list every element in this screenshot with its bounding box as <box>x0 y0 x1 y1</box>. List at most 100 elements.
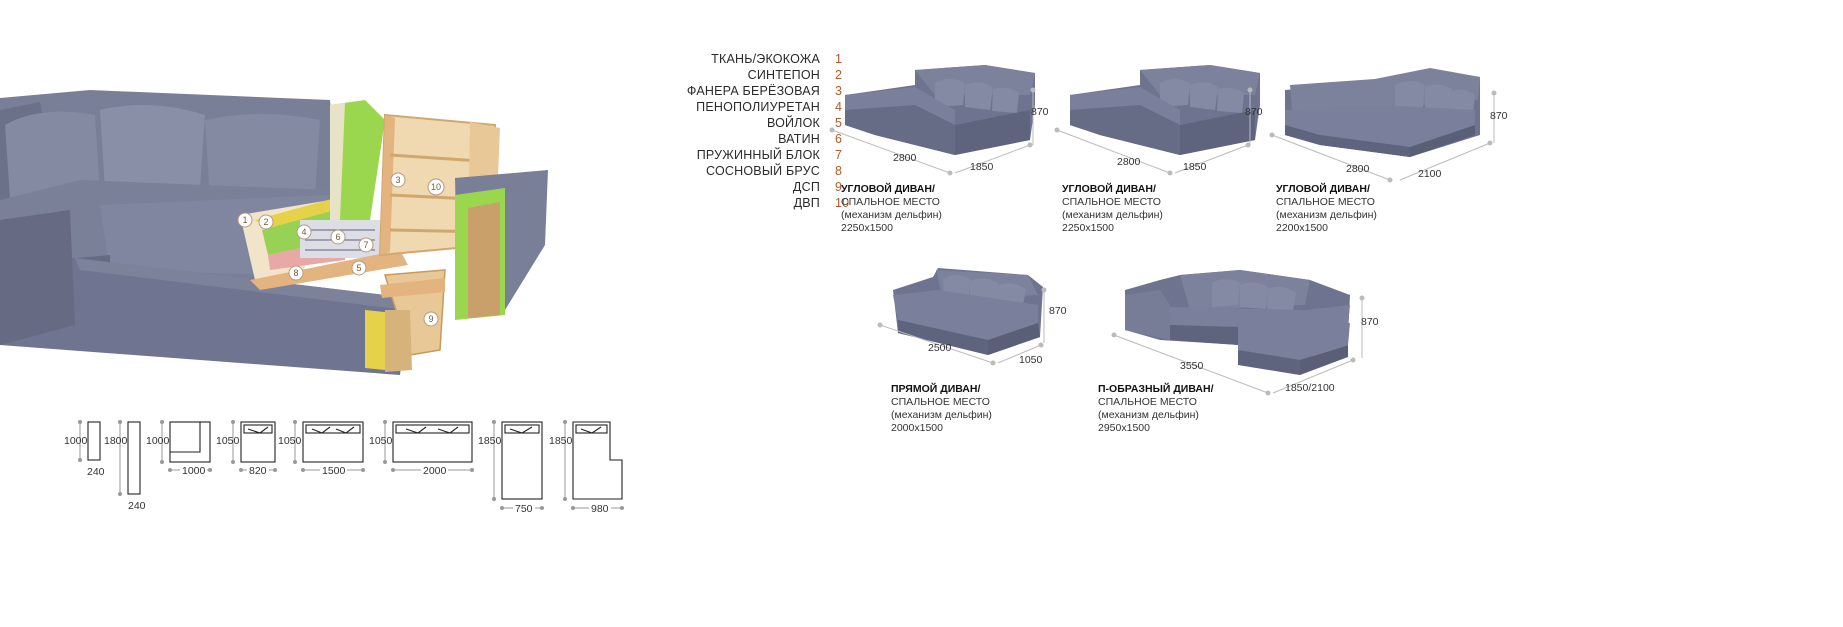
variant-size: 2250х1500 <box>1062 222 1114 234</box>
variant-title: УГЛОВОЙ ДИВАН/ <box>1276 183 1370 195</box>
variant-line: (механизм дельфин) <box>1098 409 1199 421</box>
variant-line: СПАЛЬНОЕ МЕСТО <box>1276 196 1375 208</box>
dimension-lines <box>1054 87 1253 176</box>
length-label: 2800 <box>893 152 917 164</box>
variant-line: СПАЛЬНОЕ МЕСТО <box>1062 196 1161 208</box>
height-label: 870 <box>1245 106 1263 118</box>
module-width-label: 750 <box>513 503 535 515</box>
marker-3: 3 <box>390 172 406 188</box>
svg-text:4: 4 <box>301 227 306 237</box>
module-height-label: 1800 <box>104 435 128 447</box>
variant-size: 2200х1500 <box>1276 222 1328 234</box>
dimension-lines <box>1269 90 1497 183</box>
marker-9: 9 <box>423 311 439 327</box>
sofa-cutaway-illustration: 1 2 3 4 5 6 7 8 9 10 <box>0 90 548 375</box>
variant-title: П-ОБРАЗНЫЙ ДИВАН/ <box>1098 383 1214 395</box>
module-height-label: 1050 <box>278 435 302 447</box>
length-label: 2800 <box>1346 163 1370 175</box>
variant-caption: УГЛОВОЙ ДИВАН/ СПАЛЬНОЕ МЕСТО (механизм … <box>841 183 942 235</box>
module-height-label: 1850 <box>478 435 502 447</box>
variant-caption: П-ОБРАЗНЫЙ ДИВАН/ СПАЛЬНОЕ МЕСТО (механи… <box>1098 383 1214 435</box>
legend-row: СИНТЕПОН 2 <box>640 68 860 86</box>
legend-name: СИНТЕПОН <box>747 68 820 82</box>
height-label: 870 <box>1361 316 1379 328</box>
legend-row: ДСП 9 <box>640 180 860 198</box>
variant-size: 2950х1500 <box>1098 422 1150 434</box>
depth-label: 1850 <box>970 161 994 173</box>
legend-row: ВОЙЛОК 5 <box>640 116 860 134</box>
legend-number: 8 <box>835 164 843 178</box>
legend-name: ПРУЖИННЫЙ БЛОК <box>696 148 820 162</box>
legend-number: 10 <box>835 196 850 210</box>
variant-title: ПРЯМОЙ ДИВАН/ <box>891 383 981 395</box>
variant-size: 2250х1500 <box>841 222 893 234</box>
svg-text:5: 5 <box>356 263 361 273</box>
length-label: 2800 <box>1117 156 1141 168</box>
variant-caption: ПРЯМОЙ ДИВАН/ СПАЛЬНОЕ МЕСТО (механизм д… <box>891 383 992 435</box>
svg-text:9: 9 <box>428 314 433 324</box>
marker-10: 10 <box>427 178 445 196</box>
svg-text:3: 3 <box>395 175 400 185</box>
marker-8: 8 <box>288 265 304 281</box>
variant-caption: УГЛОВОЙ ДИВАН/ СПАЛЬНОЕ МЕСТО (механизм … <box>1062 183 1163 235</box>
legend-name: ДСП <box>792 180 820 194</box>
marker-6: 6 <box>330 229 346 245</box>
module-schematics <box>78 420 624 510</box>
marker-7: 7 <box>358 237 374 253</box>
variant-line: (механизм дельфин) <box>891 409 992 421</box>
height-label: 870 <box>1031 106 1049 118</box>
legend-name: ВОЙЛОК <box>766 116 820 130</box>
variant-line: (механизм дельфин) <box>1276 209 1377 221</box>
svg-text:2: 2 <box>263 217 268 227</box>
variant-title: УГЛОВОЙ ДИВАН/ <box>1062 183 1156 195</box>
legend-number: 1 <box>835 52 843 66</box>
module-width-label: 240 <box>128 500 146 512</box>
variant-title: УГЛОВОЙ ДИВАН/ <box>841 183 935 195</box>
depth-label: 1850 <box>1183 161 1207 173</box>
variant-caption: УГЛОВОЙ ДИВАН/ СПАЛЬНОЕ МЕСТО (механизм … <box>1276 183 1377 235</box>
legend-row: ВАТИН 6 <box>640 132 860 150</box>
module-height-label: 1850 <box>549 435 573 447</box>
legend-number: 7 <box>835 148 843 162</box>
legend-name: ФАНЕРА БЕРЁЗОВАЯ <box>686 84 820 98</box>
legend-number: 3 <box>835 84 843 98</box>
module-height-label: 1000 <box>146 435 170 447</box>
depth-label: 2100 <box>1418 168 1442 180</box>
svg-text:1: 1 <box>242 215 247 225</box>
variant-line: СПАЛЬНОЕ МЕСТО <box>1098 396 1197 408</box>
marker-2: 2 <box>258 214 274 230</box>
marker-4: 4 <box>296 224 312 240</box>
legend-number: 5 <box>835 116 843 130</box>
height-label: 870 <box>1049 305 1067 317</box>
module-height-label: 1000 <box>64 435 88 447</box>
variant-line: (механизм дельфин) <box>841 209 942 221</box>
variant-size: 2000х1500 <box>891 422 943 434</box>
dimension-lines <box>829 87 1036 176</box>
marker-5: 5 <box>351 260 367 276</box>
svg-text:10: 10 <box>431 182 441 192</box>
legend-row: СОСНОВЫЙ БРУС 8 <box>640 164 860 182</box>
depth-label: 1850/2100 <box>1285 382 1335 394</box>
module-width-label: 2000 <box>421 465 449 477</box>
module-width-label: 1500 <box>320 465 348 477</box>
legend-name: СОСНОВЫЙ БРУС <box>706 164 820 178</box>
variant-line: СПАЛЬНОЕ МЕСТО <box>841 196 940 208</box>
legend-name: ТКАНЬ/ЭКОКОЖА <box>711 52 820 66</box>
variant-line: (механизм дельфин) <box>1062 209 1163 221</box>
legend-number: 9 <box>835 180 843 194</box>
sofa-image <box>1285 68 1480 157</box>
module-height-label: 1050 <box>216 435 240 447</box>
svg-text:6: 6 <box>335 232 340 242</box>
legend-number: 6 <box>835 132 843 146</box>
height-label: 870 <box>1490 110 1508 122</box>
legend-number: 2 <box>835 68 843 82</box>
module-width-label: 1000 <box>180 465 208 477</box>
module-width-label: 240 <box>87 466 105 478</box>
legend-name: ВАТИН <box>778 132 820 146</box>
legend-name: ПЕНОПОЛИУРЕТАН <box>696 100 820 114</box>
length-label: 2500 <box>928 342 952 354</box>
dimension-lines <box>877 287 1047 366</box>
sofa-image <box>1125 270 1350 375</box>
